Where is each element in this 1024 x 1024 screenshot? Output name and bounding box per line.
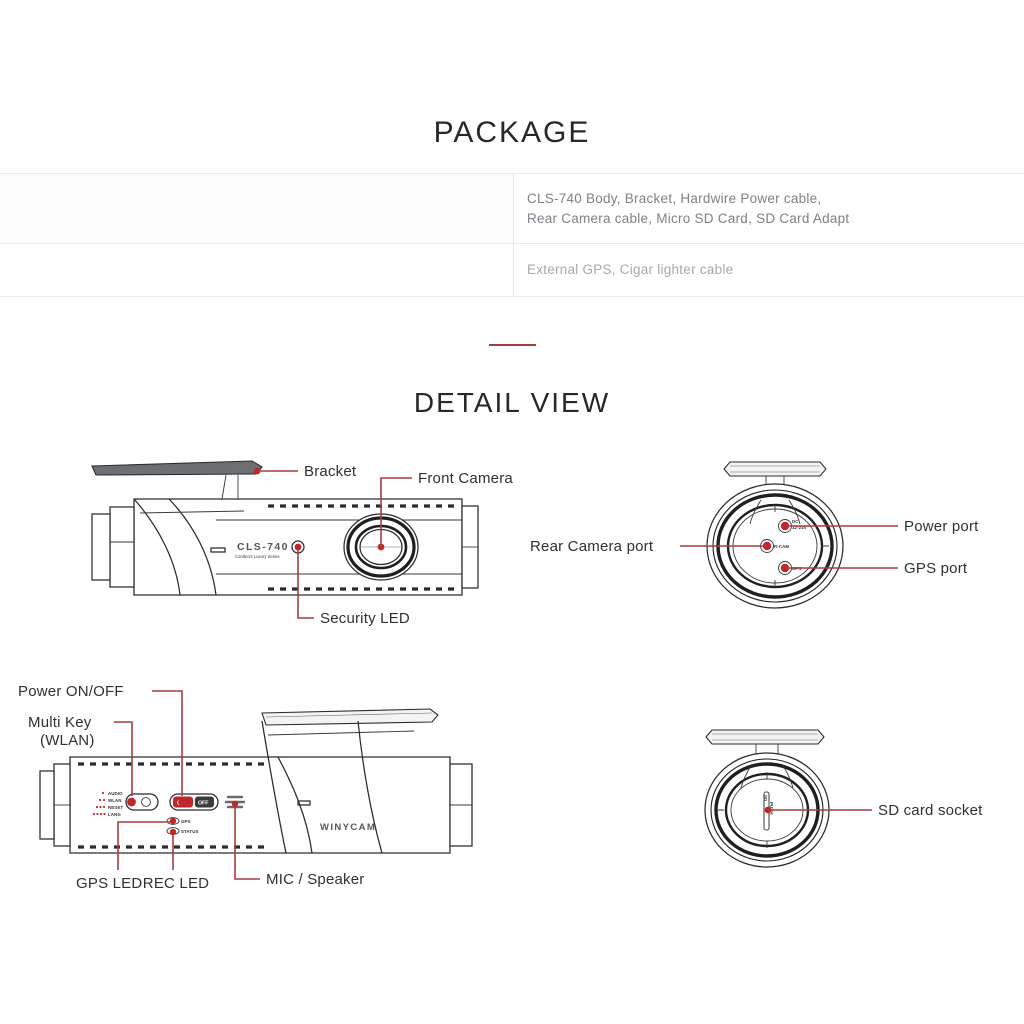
package-row-label: [0, 243, 514, 297]
callout-label-gps-port: GPS port: [904, 560, 968, 577]
callout-bracket: Bracket: [253, 463, 357, 480]
callout-label-front-camera: Front Camera: [418, 470, 513, 487]
callout-rear-camera-port: Rear Camera port: [530, 538, 767, 555]
callout-sd-card-socket: SD card socket: [764, 802, 983, 819]
callout-rec-led: REC LED: [143, 828, 209, 892]
bracket-illustration: [261, 708, 439, 726]
callout-power-port: Power port: [785, 518, 979, 535]
key-legend-marks: AUDIO WLAN RESET LANG: [92, 791, 123, 817]
callout-label-multi-key-wlan: (WLAN): [40, 732, 95, 749]
bracket-illustration: [91, 460, 263, 476]
callout-gps-port: GPS port: [785, 560, 968, 577]
callout-label-rec-led: REC LED: [143, 875, 209, 892]
callout-label-bracket: Bracket: [304, 463, 357, 480]
bracket-illustration: [723, 461, 827, 477]
callout-security-led: Security LED: [294, 543, 410, 627]
package-table: CLS-740 Body, Bracket, Hardwire Power ca…: [0, 173, 1024, 297]
callout-label-rear-camera-port: Rear Camera port: [530, 538, 654, 555]
callout-mic-speaker: MIC / Speaker: [231, 800, 364, 888]
callout-label-multi-key: Multi Key: [28, 714, 92, 731]
camera-body-illustration: WINYCAM: [39, 720, 473, 854]
brand-label-winycam: WINYCAM: [320, 822, 376, 833]
table-row: External GPS, Cigar lighter cable: [0, 243, 1024, 297]
model-number-label: CLS-740: [237, 541, 289, 553]
key-mark-reset: RESET: [108, 805, 123, 810]
figure-side-view: WINYCAM AUDIO WLAN RESET LANG: [10, 665, 550, 910]
callout-label-gps-led: GPS LED: [76, 875, 142, 892]
callout-gps-led: GPS LED: [76, 817, 177, 892]
callout-label-mic-speaker: MIC / Speaker: [266, 871, 364, 888]
package-row-value: CLS-740 Body, Bracket, Hardwire Power ca…: [513, 173, 1024, 244]
callout-label-security-led: Security LED: [320, 610, 410, 627]
figure-sd-socket-view: SD PUSH SD card socket: [660, 700, 1020, 900]
section-divider-rule: [489, 344, 536, 346]
bracket-illustration: [705, 729, 825, 745]
figure-rear-ports-view: DC 12-24V R-CAM GPS Rear Camera port Pow…: [520, 450, 1020, 620]
model-tagline-label: Contbuzz Luxury Series: [235, 554, 279, 559]
package-item-line: Rear Camera cable, Micro SD Card, SD Car…: [527, 210, 850, 226]
camera-body-illustration: [91, 474, 479, 596]
port-mark-rear-camera: R-CAM: [774, 544, 789, 549]
device-model-text: CLS-740 Contbuzz Luxury Series: [235, 541, 289, 559]
figure-front-view: CLS-740 Contbuzz Luxury Series Bracket F…: [30, 450, 550, 650]
sd-slot-mark: SD: [763, 795, 768, 801]
rear-housing-rings: [706, 483, 844, 609]
port-mark-power-line2: 12-24V: [792, 525, 807, 530]
key-mark-lang: LANG: [108, 812, 121, 817]
callout-power-on-off: Power ON/OFF: [18, 683, 186, 806]
key-mark-wlan: WLAN: [108, 798, 122, 803]
port-mark-power-line1: DC: [792, 519, 799, 524]
power-switch[interactable]: ON OFF: [169, 793, 219, 811]
key-mark-audio: AUDIO: [108, 791, 123, 796]
led-mark-gps: GPS: [181, 819, 191, 824]
callout-label-sd-card-socket: SD card socket: [878, 802, 983, 819]
sd-slot-push-mark: PUSH: [769, 802, 774, 815]
led-mark-status: STATUS: [181, 829, 199, 834]
package-row-value: External GPS, Cigar lighter cable: [513, 243, 1024, 297]
table-row: CLS-740 Body, Bracket, Hardwire Power ca…: [0, 173, 1024, 244]
page-title-package: PACKAGE: [433, 116, 591, 149]
package-item-line: CLS-740 Body, Bracket, Hardwire Power ca…: [527, 191, 822, 206]
callout-front-camera: Front Camera: [377, 470, 513, 551]
package-row-label: [0, 173, 514, 244]
callout-multi-key: Multi Key (WLAN): [28, 714, 136, 806]
package-item-line: External GPS, Cigar lighter cable: [527, 262, 734, 278]
callout-label-power-port: Power port: [904, 518, 979, 535]
switch-label-off: OFF: [198, 801, 208, 807]
page-title-detail-view: DETAIL VIEW: [413, 387, 611, 418]
callout-label-power-on-off: Power ON/OFF: [18, 683, 124, 700]
